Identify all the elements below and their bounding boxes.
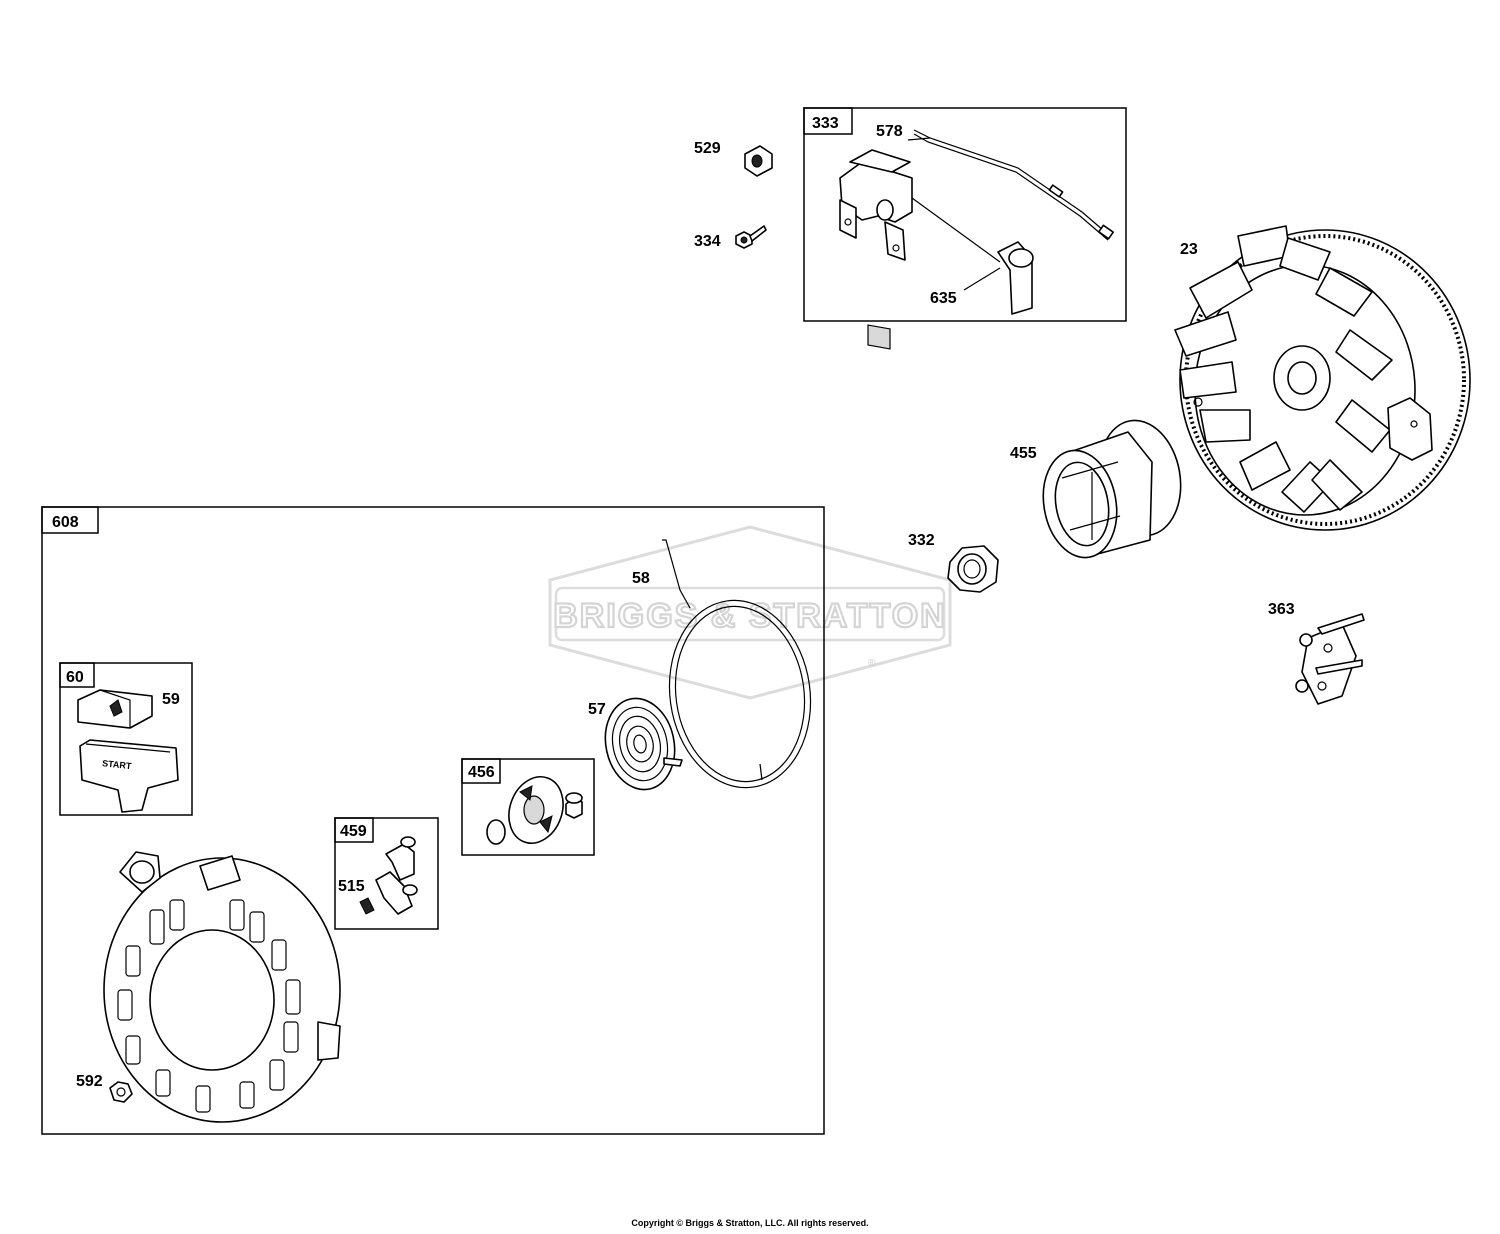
starter-rope — [662, 539, 812, 789]
box-label-456: 456 — [468, 764, 495, 781]
part-529-spacer — [744, 145, 773, 177]
part-592-nut — [109, 1081, 133, 1103]
callout-58: 58 — [632, 570, 650, 587]
callout-455: 455 — [1010, 445, 1037, 462]
callout-592: 592 — [76, 1073, 103, 1090]
callout-23: 23 — [1180, 241, 1198, 258]
retainer — [486, 776, 583, 845]
starter-housing — [103, 851, 341, 1123]
box-333: 333 — [803, 107, 1127, 322]
starter-handle-insert — [77, 689, 153, 729]
pawl-spring-515 — [359, 897, 375, 915]
starter-handle: START — [79, 739, 179, 813]
callout-529: 529 — [694, 140, 721, 157]
flywheel — [1174, 225, 1471, 531]
copyright-notice: Copyright © Briggs & Stratton, LLC. All … — [631, 1218, 869, 1228]
box-label-333: 333 — [812, 115, 839, 132]
handle-start-text: START — [102, 758, 133, 771]
pawl-lower — [375, 871, 418, 915]
part-363-bracket — [1295, 613, 1365, 705]
callout-635: 635 — [930, 290, 957, 307]
callout-515: 515 — [338, 878, 365, 895]
box-label-608: 608 — [52, 514, 79, 531]
watermark-registered: ® — [868, 658, 876, 669]
box-608: 608 — [41, 506, 825, 1135]
part-334-screw — [735, 225, 767, 249]
callout-363: 363 — [1268, 601, 1295, 618]
callouts: 529 334 578 635 23 455 332 363 58 57 59 … — [76, 123, 1295, 1090]
callout-332: 332 — [908, 532, 935, 549]
box-label-459: 459 — [340, 823, 367, 840]
callout-578: 578 — [876, 123, 903, 140]
box-label-60: 60 — [66, 669, 84, 686]
starter-cup — [1042, 419, 1182, 559]
box-459: 459 — [334, 817, 439, 930]
callout-57: 57 — [588, 701, 606, 718]
rewind-spring — [604, 697, 683, 791]
box-456: 456 — [461, 758, 595, 856]
ground-wire — [907, 129, 1115, 241]
callout-59: 59 — [162, 691, 180, 708]
box-60: 60 — [59, 662, 193, 816]
watermark: BRIGGS & STRATTON ® — [548, 525, 952, 700]
ignition-armature — [839, 149, 1034, 350]
pawl-upper — [385, 836, 416, 881]
flywheel-nut — [947, 545, 999, 593]
callout-334: 334 — [694, 233, 721, 250]
